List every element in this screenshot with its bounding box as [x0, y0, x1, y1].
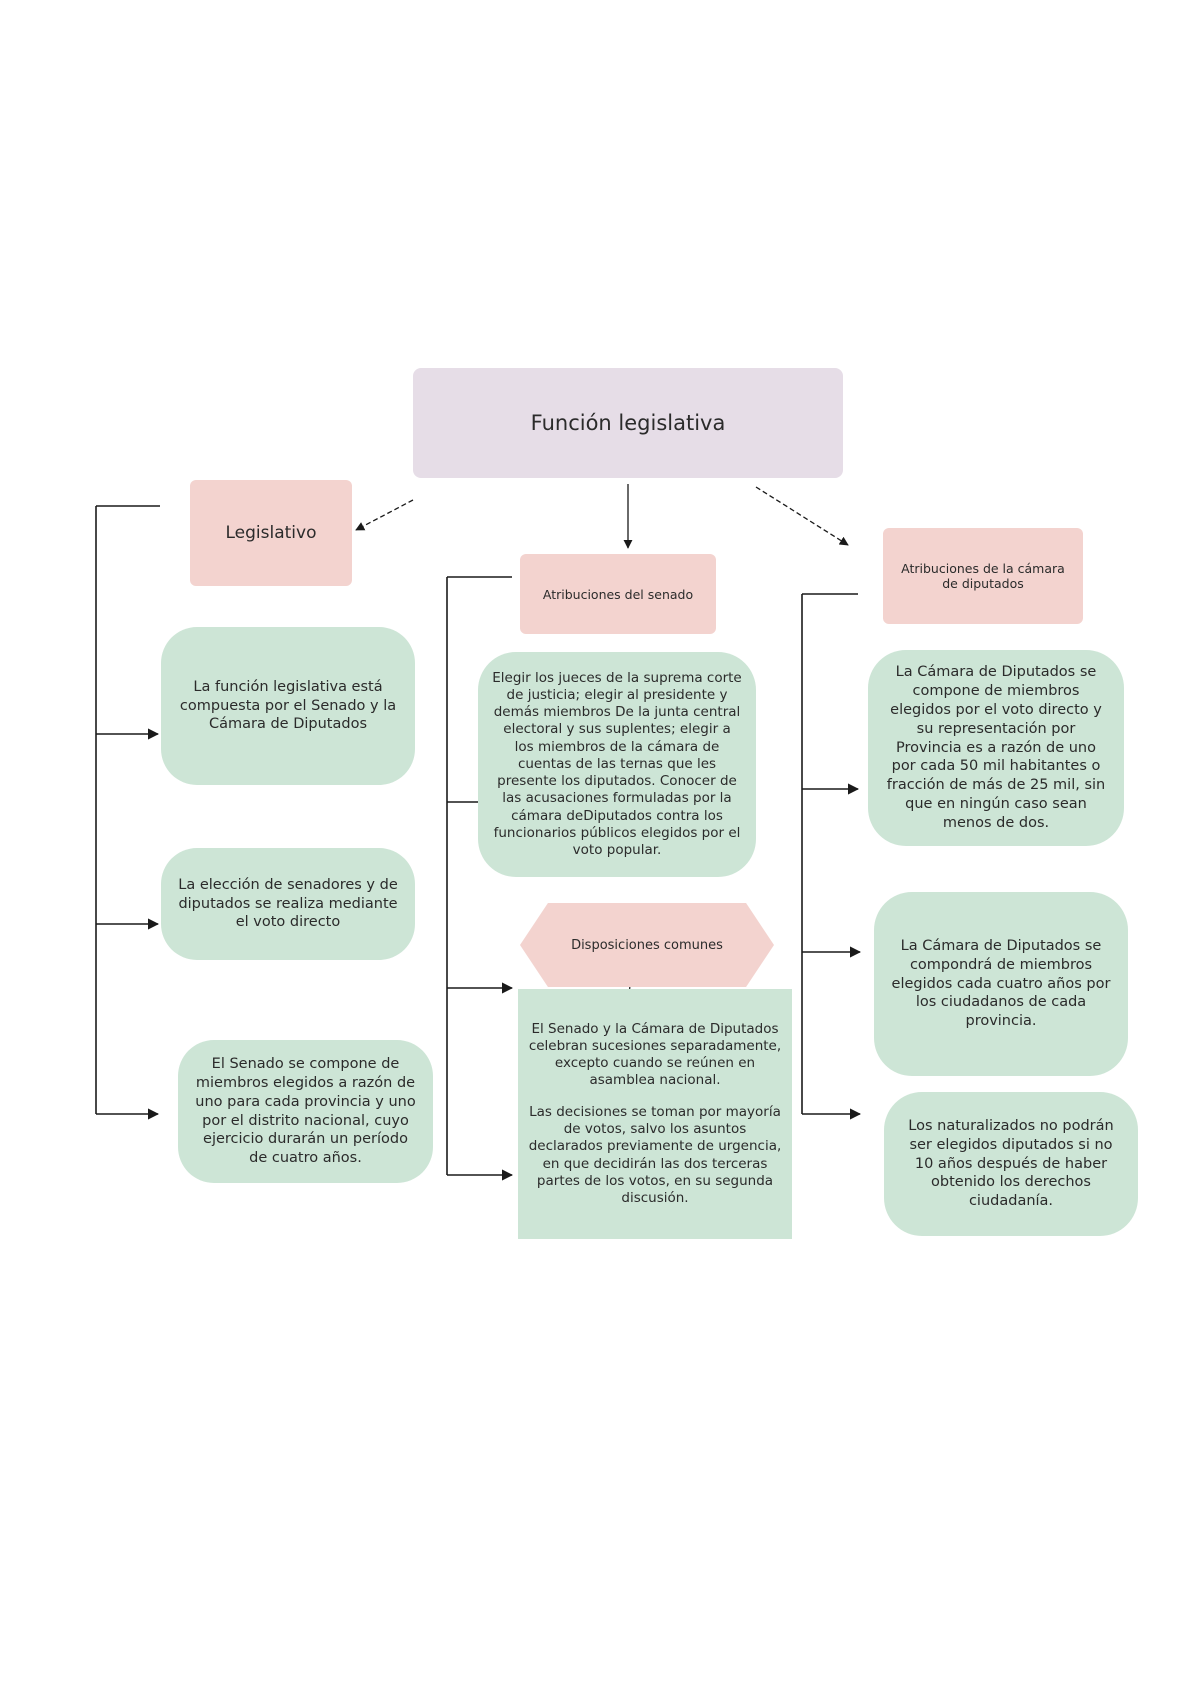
map-title: Función legislativa — [530, 411, 726, 435]
right-item-1-text: La Cámara de Diputados se compone de mie… — [886, 664, 1106, 831]
right-item-1: La Cámara de Diputados se compone de mie… — [868, 650, 1124, 846]
diputados-heading: Atribuciones de la cámara de diputados — [883, 528, 1083, 624]
right-bracket — [801, 593, 862, 1120]
right-item-3: Los naturalizados no podrán ser elegidos… — [884, 1092, 1138, 1236]
title-box: Función legislativa — [413, 368, 843, 478]
disposiciones-paragraph-1: El Senado y la Cámara de Diputados celeb… — [528, 1020, 782, 1089]
senado-item-text: Elegir los jueces de la suprema corte de… — [492, 669, 742, 859]
disposiciones-paragraph-2: Las decisiones se toman por mayoría de v… — [528, 1103, 782, 1207]
right-item-2: La Cámara de Diputados se compondrá de m… — [874, 892, 1128, 1076]
senado-item: Elegir los jueces de la suprema corte de… — [478, 652, 756, 877]
left-item-1-text: La función legislativa está compuesta po… — [179, 678, 397, 733]
right-item-3-text: Los naturalizados no podrán ser elegidos… — [908, 1117, 1114, 1210]
left-item-2-text: La elección de senadores y de diputados … — [178, 876, 398, 931]
legislativo-heading: Legislativo — [190, 480, 352, 586]
left-item-3-text: El Senado se compone de miembros elegido… — [195, 1055, 416, 1167]
left-bracket — [95, 505, 160, 1120]
disposiciones-item: El Senado y la Cámara de Diputados celeb… — [518, 989, 792, 1239]
legislativo-label: Legislativo — [225, 523, 317, 543]
right-item-2-text: La Cámara de Diputados se compondrá de m… — [891, 937, 1111, 1030]
left-item-2: La elección de senadores y de diputados … — [161, 848, 415, 960]
disposiciones-heading: Disposiciones comunes — [520, 903, 774, 987]
senado-label: Atribuciones del senado — [542, 586, 694, 602]
arrow-to-legislativo — [355, 499, 414, 531]
left-item-3: El Senado se compone de miembros elegido… — [178, 1040, 433, 1183]
diputados-label: Atribuciones de la cámara de diputados — [901, 561, 1065, 591]
senado-heading: Atribuciones del senado — [520, 554, 716, 634]
left-item-1: La función legislativa está compuesta po… — [161, 627, 415, 785]
disposiciones-label: Disposiciones comunes — [571, 937, 723, 953]
arrow-to-diputados — [755, 486, 849, 546]
